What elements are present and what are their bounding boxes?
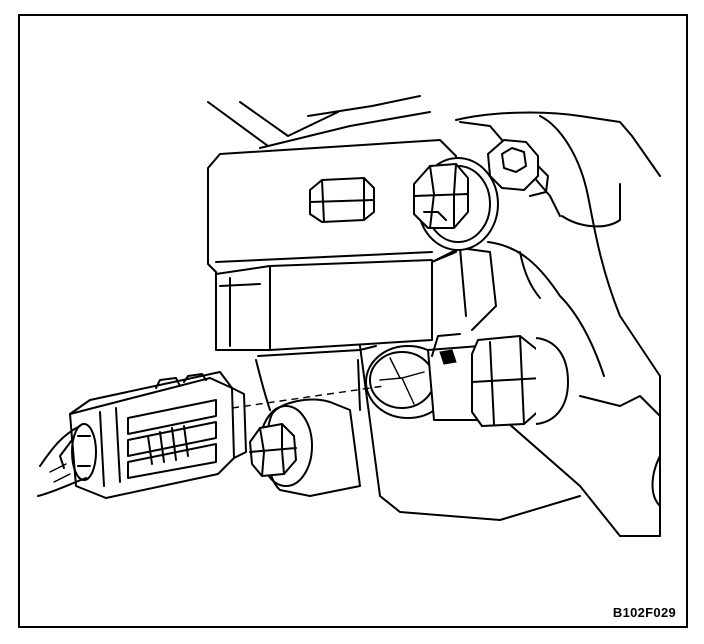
wiring-harness <box>37 423 97 497</box>
bracket-nut <box>309 177 375 223</box>
figure-code-label: B102F029 <box>612 605 676 620</box>
figure-frame: B102F029 <box>18 14 688 628</box>
alignment-guide-line <box>231 385 385 409</box>
sensor-assembly <box>257 333 569 427</box>
electrical-connector <box>69 371 247 499</box>
housing-top-lines <box>207 95 431 149</box>
lower-boss <box>249 359 361 497</box>
upper-bolt <box>413 157 499 251</box>
sensor-connector-illustration <box>37 95 661 537</box>
engine-casting <box>359 111 661 537</box>
hex-bolt-small <box>487 139 549 197</box>
mounting-bracket <box>207 139 497 351</box>
